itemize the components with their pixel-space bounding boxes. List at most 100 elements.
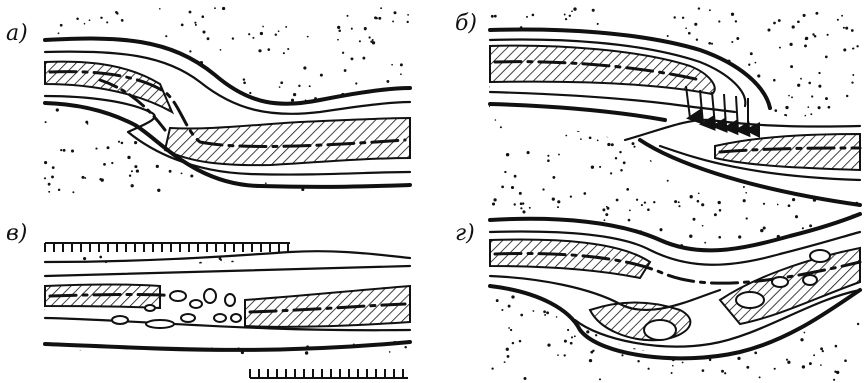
stipple-dot bbox=[807, 106, 809, 108]
stipple-dot bbox=[626, 188, 629, 191]
panel-v-label: в) bbox=[6, 221, 27, 246]
stipple-dot bbox=[557, 200, 560, 203]
stipple-dot bbox=[574, 335, 576, 337]
stipple-dot bbox=[58, 32, 60, 34]
stipple-dot bbox=[856, 45, 858, 47]
stipple-dot bbox=[835, 345, 838, 348]
stipple-dot bbox=[491, 15, 494, 18]
stipple-dot bbox=[189, 11, 192, 14]
stipple-dot bbox=[616, 199, 619, 202]
stipple-dot bbox=[591, 166, 594, 169]
stipple-dot bbox=[698, 7, 700, 9]
stipple-dot bbox=[491, 367, 493, 369]
stipple-dot bbox=[558, 154, 560, 156]
stipple-dot bbox=[58, 189, 60, 191]
stipple-dot bbox=[351, 57, 354, 60]
stipple-dot bbox=[604, 219, 606, 221]
stipple-dot bbox=[544, 314, 546, 316]
stipple-dot bbox=[127, 156, 130, 159]
stipple-dot bbox=[693, 218, 696, 221]
stipple-dot bbox=[344, 69, 347, 72]
stipple-dot bbox=[690, 195, 693, 198]
stipple-dot bbox=[278, 30, 280, 32]
stipple-dot bbox=[267, 48, 270, 51]
stipple-dot bbox=[843, 48, 846, 51]
stipple-dot bbox=[565, 135, 567, 137]
stipple-dot bbox=[337, 26, 340, 29]
stipple-dot bbox=[526, 16, 528, 18]
stipple-dot bbox=[248, 33, 250, 35]
stipple-dot bbox=[731, 13, 734, 16]
stipple-dot bbox=[56, 108, 59, 111]
stipple-dot bbox=[81, 176, 84, 179]
stipple-dot bbox=[404, 346, 406, 348]
stipple-dot bbox=[573, 7, 576, 10]
stipple-dot bbox=[293, 93, 296, 96]
stipple-dot bbox=[552, 197, 555, 200]
stipple-dot bbox=[763, 226, 766, 229]
stipple-dot bbox=[556, 316, 558, 318]
stipple-dot bbox=[586, 330, 589, 333]
stipple-dot bbox=[190, 174, 193, 177]
stipple-dot bbox=[735, 20, 737, 22]
stipple-dot bbox=[834, 370, 836, 372]
stipple-dot bbox=[851, 81, 853, 83]
stipple-dot bbox=[359, 40, 361, 42]
stipple-dot bbox=[820, 364, 822, 366]
stipple-dot bbox=[743, 199, 746, 202]
stipple-dot bbox=[777, 204, 779, 206]
stipple-dot bbox=[569, 15, 571, 17]
stipple-dot bbox=[283, 52, 285, 54]
stipple-dot bbox=[857, 323, 859, 325]
stipple-dot bbox=[845, 27, 848, 30]
stipple-dot bbox=[755, 62, 757, 64]
stipple-dot bbox=[291, 99, 294, 102]
stipple-dot bbox=[249, 92, 251, 94]
stipple-dot bbox=[522, 210, 525, 213]
stipple-dot bbox=[795, 215, 798, 218]
stipple-dot bbox=[391, 64, 393, 66]
stipple-dot bbox=[85, 121, 88, 124]
stipple-dot bbox=[72, 191, 74, 193]
stipple-dot bbox=[342, 52, 344, 54]
stipple-dot bbox=[111, 162, 113, 164]
stipple-dot bbox=[547, 343, 550, 346]
stipple-dot bbox=[738, 235, 741, 238]
stipple-dot bbox=[779, 47, 781, 49]
stipple-dot bbox=[659, 228, 662, 231]
stipple-dot bbox=[370, 40, 372, 42]
stipple-dot bbox=[611, 143, 614, 146]
stipple-dot bbox=[644, 201, 646, 203]
stipple-dot bbox=[619, 151, 621, 153]
stipple-dot bbox=[599, 166, 601, 168]
stipple-dot bbox=[564, 340, 567, 343]
panel-v-ticks-bottom bbox=[250, 369, 408, 378]
stipple-dot bbox=[802, 365, 805, 368]
stipple-dot bbox=[790, 65, 793, 68]
stipple-dot bbox=[136, 170, 139, 173]
stipple-dot bbox=[678, 201, 680, 203]
stipple-dot bbox=[202, 30, 205, 33]
stipple-dot bbox=[527, 151, 530, 154]
stipple-dot bbox=[214, 7, 216, 9]
stipple-dot bbox=[810, 113, 812, 115]
stipple-dot bbox=[827, 34, 829, 36]
stipple-dot bbox=[704, 242, 706, 244]
stipple-dot bbox=[774, 368, 776, 370]
stipple-dot bbox=[620, 169, 623, 172]
stipple-dot bbox=[701, 203, 704, 206]
stipple-dot bbox=[825, 56, 828, 59]
stipple-dot bbox=[667, 35, 669, 37]
stipple-dot bbox=[337, 39, 339, 41]
stipple-dot bbox=[287, 48, 289, 50]
stipple-dot bbox=[718, 20, 720, 22]
stipple-dot bbox=[820, 347, 823, 350]
stipple-dot bbox=[565, 18, 567, 20]
stipple-dot bbox=[305, 351, 308, 354]
stipple-dot bbox=[852, 74, 854, 76]
stipple-dot bbox=[364, 28, 366, 30]
stipple-dot bbox=[307, 36, 309, 38]
stipple-dot bbox=[169, 170, 172, 173]
stipple-dot bbox=[407, 14, 409, 16]
stipple-dot bbox=[788, 95, 790, 97]
